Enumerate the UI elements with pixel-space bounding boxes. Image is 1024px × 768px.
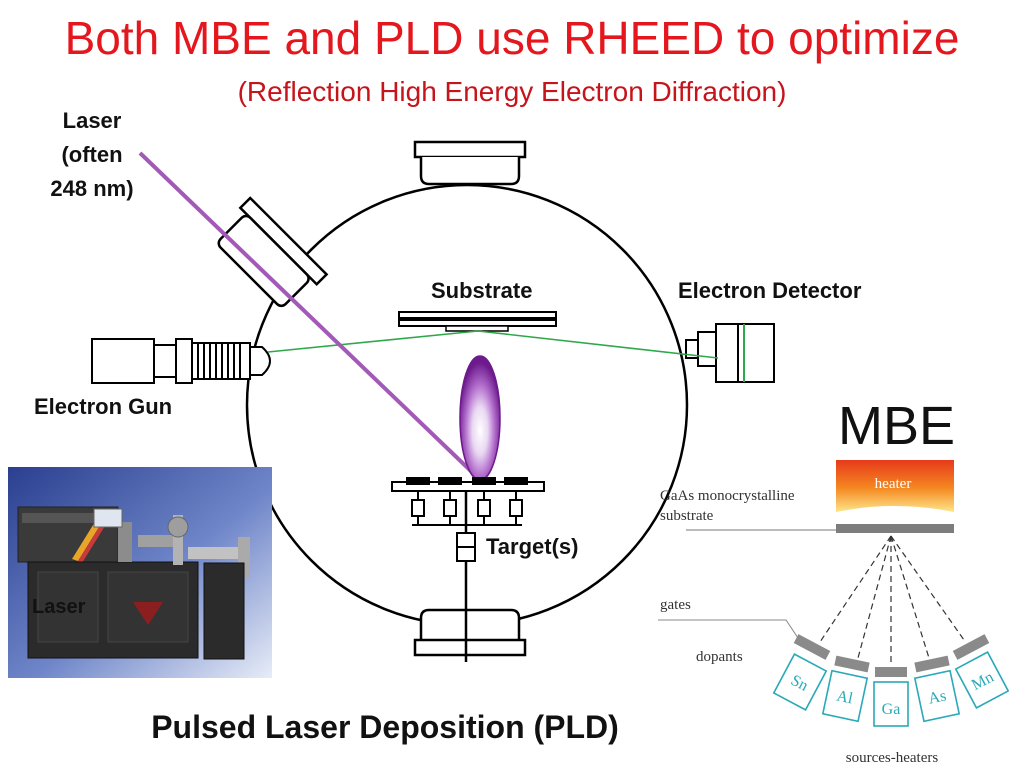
- slide-title: Both MBE and PLD use RHEED to optimize: [64, 12, 960, 64]
- substrate-holder: [398, 311, 557, 332]
- sources-heaters-label: sources-heaters: [846, 750, 939, 766]
- pld-caption: Pulsed Laser Deposition (PLD): [151, 709, 619, 745]
- source-cells: Sn Al Ga As Mn: [772, 651, 1010, 727]
- electron-detector-label: Electron Detector: [678, 278, 862, 303]
- mbe-title: MBE: [838, 396, 956, 456]
- laser-beam: [138, 151, 476, 476]
- top-port: [413, 140, 527, 186]
- gates-label: gates: [660, 597, 691, 613]
- plasma-plume: [459, 355, 501, 481]
- heater-label: heater: [875, 476, 912, 492]
- substrate-label-line2: substrate: [660, 508, 714, 524]
- source-cell-sn: Sn: [772, 653, 828, 711]
- source-cell-as: As: [913, 669, 961, 723]
- laser-label: Laser (often 248 nm): [50, 108, 134, 201]
- molecular-beams: [819, 535, 965, 666]
- electron-gun-label: Electron Gun: [34, 394, 173, 419]
- source-cell-ga: Ga: [873, 681, 909, 727]
- photo-laser-label: Laser: [32, 596, 86, 618]
- targets-label: Target(s): [486, 534, 579, 559]
- laser-system-photo: [8, 467, 272, 678]
- slide-subtitle: (Reflection High Energy Electron Diffrac…: [237, 76, 787, 107]
- mbe-substrate: [836, 524, 954, 533]
- mbe-diagram: heater GaAs monocrystalline substrate ga…: [658, 460, 1010, 766]
- svg-text:Sn: Sn: [788, 672, 811, 695]
- substrate-label: Substrate: [431, 278, 533, 303]
- electron-gun: [91, 338, 272, 384]
- dopants-label: dopants: [696, 649, 743, 665]
- gates-leader-line: [658, 619, 799, 639]
- shutter-gates: [793, 634, 990, 677]
- electron-beam: [267, 330, 719, 359]
- source-cell-mn: Mn: [954, 651, 1010, 709]
- target-carousel: [391, 477, 545, 662]
- bottom-port: [413, 608, 527, 657]
- svg-text:Ga: Ga: [882, 701, 901, 718]
- heater-block: [836, 460, 954, 512]
- svg-text:Al: Al: [835, 687, 855, 707]
- laser-window-port: [217, 196, 329, 308]
- svg-text:As: As: [927, 687, 948, 707]
- substrate-label-line1: GaAs monocrystalline: [660, 488, 795, 504]
- source-cell-al: Al: [821, 669, 869, 723]
- electron-detector: [685, 323, 775, 383]
- laser-system-image: [8, 467, 272, 678]
